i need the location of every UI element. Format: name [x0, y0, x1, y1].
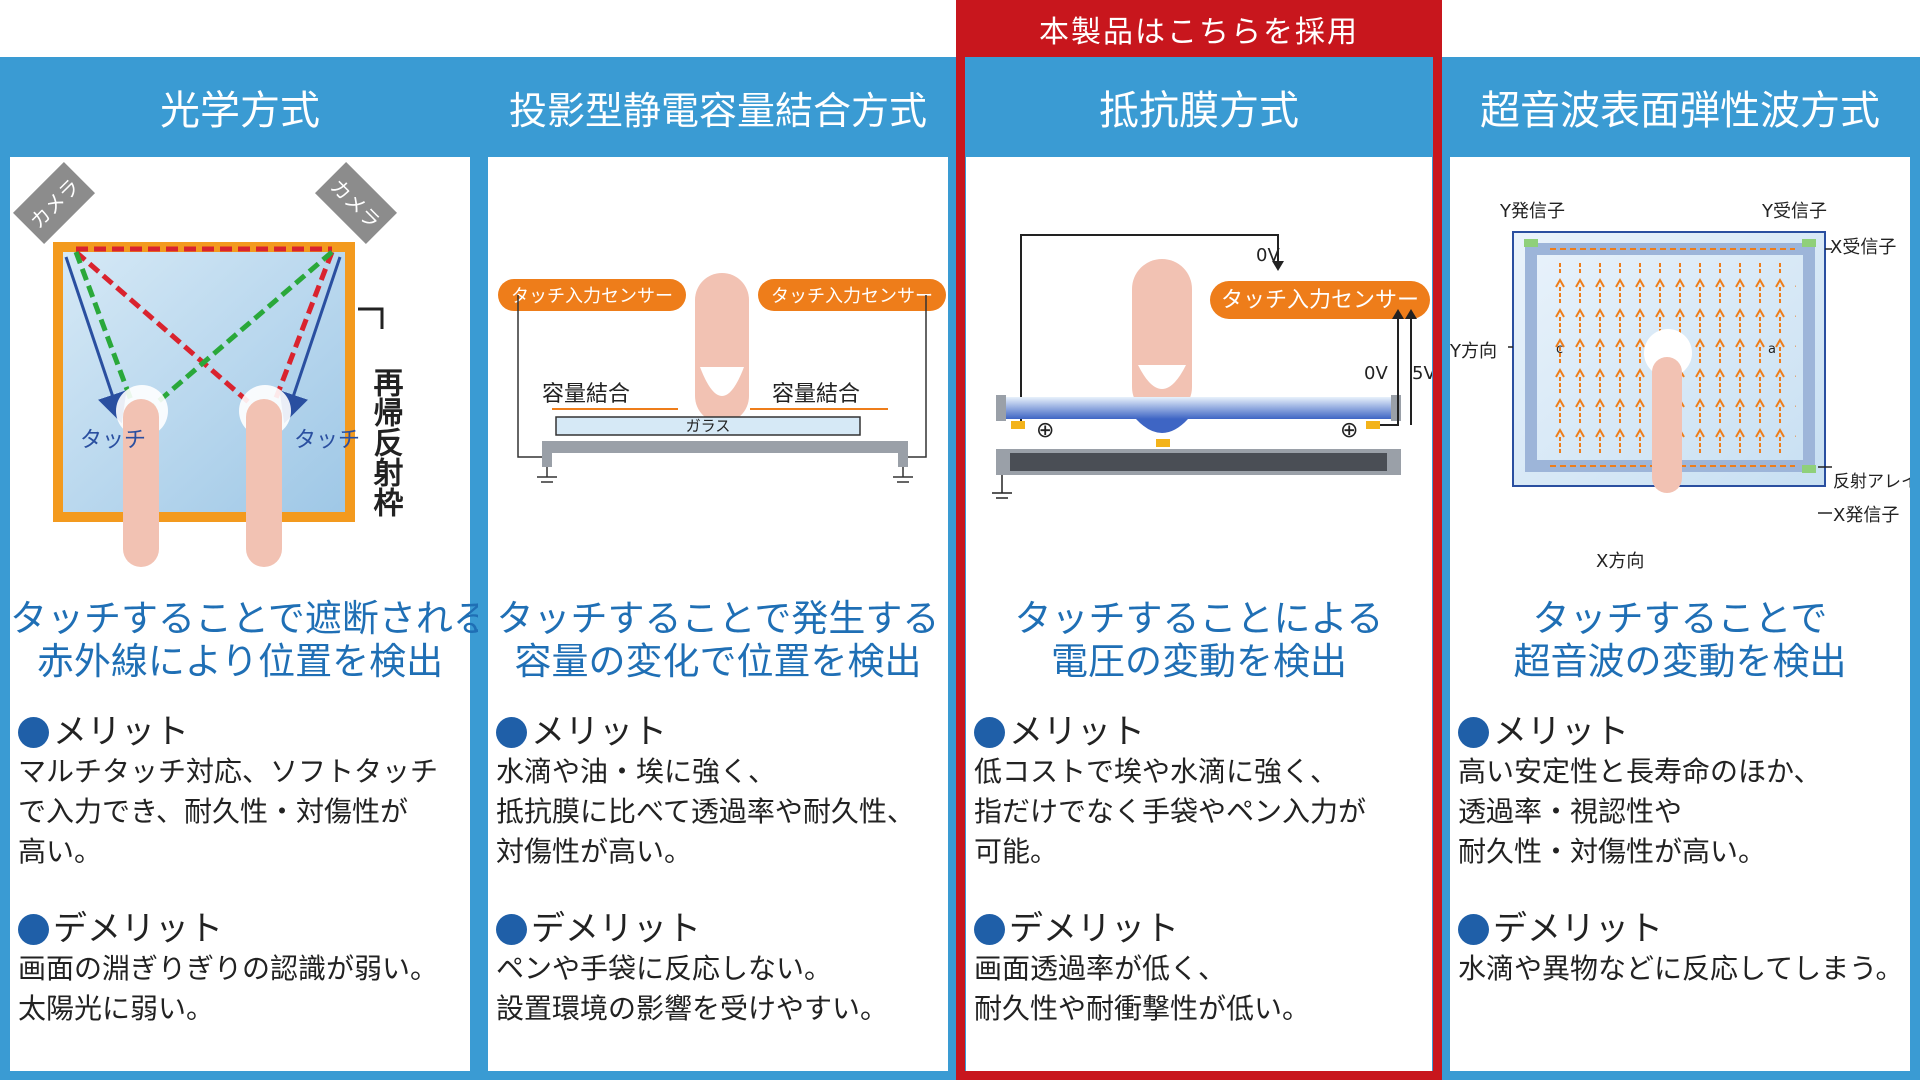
demerit-heading: デメリット: [1009, 909, 1179, 949]
ray-blue: [279, 256, 342, 424]
column-body: Y発信子 Y受信子 X受信子 Y方向 反射アレイ X発信子 X方向 c b: [1450, 157, 1910, 1071]
plus-icon: ⊕: [1340, 418, 1358, 443]
demerit-heading: デメリット: [531, 909, 701, 949]
method-summary: タッチすることで遮断される 赤外線により位置を検出: [10, 597, 490, 683]
merit-block: メリット マルチタッチ対応、ソフトタッチ で入力でき、耐久性・対傷性が 高い。: [18, 712, 468, 872]
sensor-left: [498, 279, 686, 311]
bullet-dot-icon: [1458, 716, 1489, 748]
method-summary: タッチすることで発生する 容量の変化で位置を検出: [496, 597, 940, 683]
svg-text:c: c: [1556, 342, 1563, 357]
svg-text:タッチ入力センサー: タッチ入力センサー: [511, 286, 673, 307]
finger: [1132, 259, 1192, 417]
ray-red: [74, 250, 270, 421]
bullet-dot-icon: [18, 913, 49, 945]
bullet-dot-icon: [974, 913, 1005, 945]
ray-green: [136, 250, 334, 421]
column-body: 0V タッチ入力センサー ⊕ ⊕ 0V: [966, 157, 1432, 1071]
sensor: [1210, 281, 1430, 319]
bullet-dot-icon: [496, 716, 527, 748]
svg-text:a: a: [1768, 342, 1776, 357]
merit-text: マルチタッチ対応、ソフトタッチ で入力でき、耐久性・対傷性が 高い。: [18, 755, 439, 868]
demerit-text: 水滴や異物などに反応してしまう。: [1458, 952, 1904, 985]
demerit-heading: デメリット: [1493, 909, 1663, 949]
plus-icon: ⊕: [1036, 418, 1054, 443]
glass-layer: [555, 416, 861, 436]
sensor-right: [758, 279, 946, 311]
coupling-left: 容量結合: [542, 382, 630, 407]
column-title: 抵抗膜方式: [1099, 88, 1299, 134]
merit-text: 高い安定性と長寿命のほか、 透過率・視認性や 耐久性・対傷性が高い。: [1458, 755, 1822, 868]
merit-text: 低コストで埃や水滴に強く、 指だけでなく手袋やペン入力が 可能。: [974, 755, 1367, 868]
column-title: 光学方式: [160, 88, 320, 134]
merit-text: 水滴や油・埃に強く、 抵抗膜に比べて透過率や耐久性、 対傷性が高い。: [496, 755, 915, 868]
svg-text:0V: 0V: [1256, 245, 1280, 266]
retroreflective-frame: [53, 242, 355, 522]
merit-block: メリット 高い安定性と長寿命のほか、 透過率・視認性や 耐久性・対傷性が高い。: [1458, 712, 1908, 872]
demerit-text: ペンや手袋に反応しない。 設置環境の影響を受けやすい。: [496, 952, 889, 1025]
svg-text:0V: 0V: [1364, 363, 1388, 384]
base-layer: [542, 441, 908, 453]
merit-heading: メリット: [1009, 712, 1145, 752]
ground-icon: [992, 475, 1012, 499]
bullet-dot-icon: [1458, 913, 1489, 945]
method-summary: タッチすることで 超音波の変動を検出: [1513, 597, 1847, 683]
touch-label-left: タッチ: [80, 428, 146, 453]
touch-label-right: タッチ: [294, 428, 360, 453]
capacitive-diagram: タッチ入力センサー タッチ入力センサー 容量結合 容量結合 ガラス: [488, 157, 948, 597]
demerit-text: 画面の淵ぎりぎりの認識が弱い。 太陽光に弱い。: [18, 952, 439, 1025]
finger: [1652, 357, 1682, 493]
svg-text:反射アレイ: 反射アレイ: [1833, 472, 1910, 492]
camera-right: カメラ: [314, 161, 398, 245]
ground-icon: [537, 467, 913, 483]
demerit-block: デメリット 画面の淵ぎりぎりの認識が弱い。 太陽光に弱い。: [18, 909, 468, 1029]
svg-text:タッチ入力センサー: タッチ入力センサー: [771, 286, 933, 307]
column-resistive: 抵抗膜方式 0V タッチ入力センサー: [956, 57, 1442, 1080]
demerit-heading: デメリット: [53, 909, 223, 949]
merit-block: メリット 水滴や油・埃に強く、 抵抗膜に比べて透過率や耐久性、 対傷性が高い。: [496, 712, 946, 872]
finger: [695, 273, 749, 423]
bullet-dot-icon: [18, 716, 49, 748]
bullet-dot-icon: [496, 913, 527, 945]
column-capacitive: 投影型静電容量結合方式 タッチ入力センサー タッチ入力センサー 容量結合 容量結…: [478, 57, 958, 1080]
merit-heading: メリット: [531, 712, 667, 752]
coupling-right: 容量結合: [772, 382, 860, 407]
column-optical: 光学方式: [0, 57, 490, 1080]
svg-text:Y受信子: Y受信子: [1761, 201, 1827, 222]
column-body: タッチ入力センサー タッチ入力センサー 容量結合 容量結合 ガラス: [488, 157, 948, 1071]
ray-blue: [64, 256, 127, 424]
finger-right: [246, 399, 282, 567]
top-film: [1006, 397, 1391, 419]
method-summary: タッチすることによる 電圧の変動を検出: [1014, 597, 1384, 683]
demerit-block: デメリット ペンや手袋に反応しない。 設置環境の影響を受けやすい。: [496, 909, 946, 1029]
merit-block: メリット 低コストで埃や水滴に強く、 指だけでなく手袋やペン入力が 可能。: [974, 712, 1430, 872]
demerit-block: デメリット 画面透過率が低く、 耐久性や耐衝撃性が低い。: [974, 909, 1430, 1029]
camera-left: カメラ: [12, 161, 96, 245]
svg-text:X受信子: X受信子: [1830, 237, 1896, 258]
adopted-banner: 本製品はこちらを採用: [956, 0, 1442, 57]
optical-diagram: カメラ カメラ タッチ タッチ 再帰反射枠: [10, 157, 470, 597]
column-title: 超音波表面弾性波方式: [1480, 88, 1880, 134]
svg-text:タッチ入力センサー: タッチ入力センサー: [1221, 288, 1419, 313]
svg-text:Y発信子: Y発信子: [1499, 201, 1565, 222]
svg-text:ガラス: ガラス: [686, 417, 731, 435]
merit-heading: メリット: [53, 712, 189, 752]
frame-label: 再帰反射枠: [368, 367, 404, 517]
svg-text:X発信子: X発信子: [1833, 505, 1899, 526]
demerit-text: 画面透過率が低く、 耐久性や耐衝撃性が低い。: [974, 952, 1311, 1025]
saw-diagram: Y発信子 Y受信子 X受信子 Y方向 反射アレイ X発信子 X方向 c b: [1450, 157, 1910, 597]
finger-left: [123, 399, 159, 567]
merit-heading: メリット: [1493, 712, 1629, 752]
column-title: 投影型静電容量結合方式: [508, 88, 927, 133]
svg-text:Y方向: Y方向: [1450, 341, 1497, 362]
svg-text:5V: 5V: [1412, 363, 1432, 384]
resistive-diagram: 0V タッチ入力センサー ⊕ ⊕ 0V: [966, 157, 1432, 597]
column-body: カメラ カメラ タッチ タッチ 再帰反射枠 タッチすることで遮断される 赤外線に…: [10, 157, 490, 1071]
column-saw: 超音波表面弾性波方式 Y発信子 Y受信子 X受信子 Y方向 反射アレイ: [1440, 57, 1920, 1080]
svg-text:X方向: X方向: [1596, 551, 1644, 572]
bullet-dot-icon: [974, 716, 1005, 748]
demerit-block: デメリット 水滴や異物などに反応してしまう。: [1458, 909, 1908, 989]
